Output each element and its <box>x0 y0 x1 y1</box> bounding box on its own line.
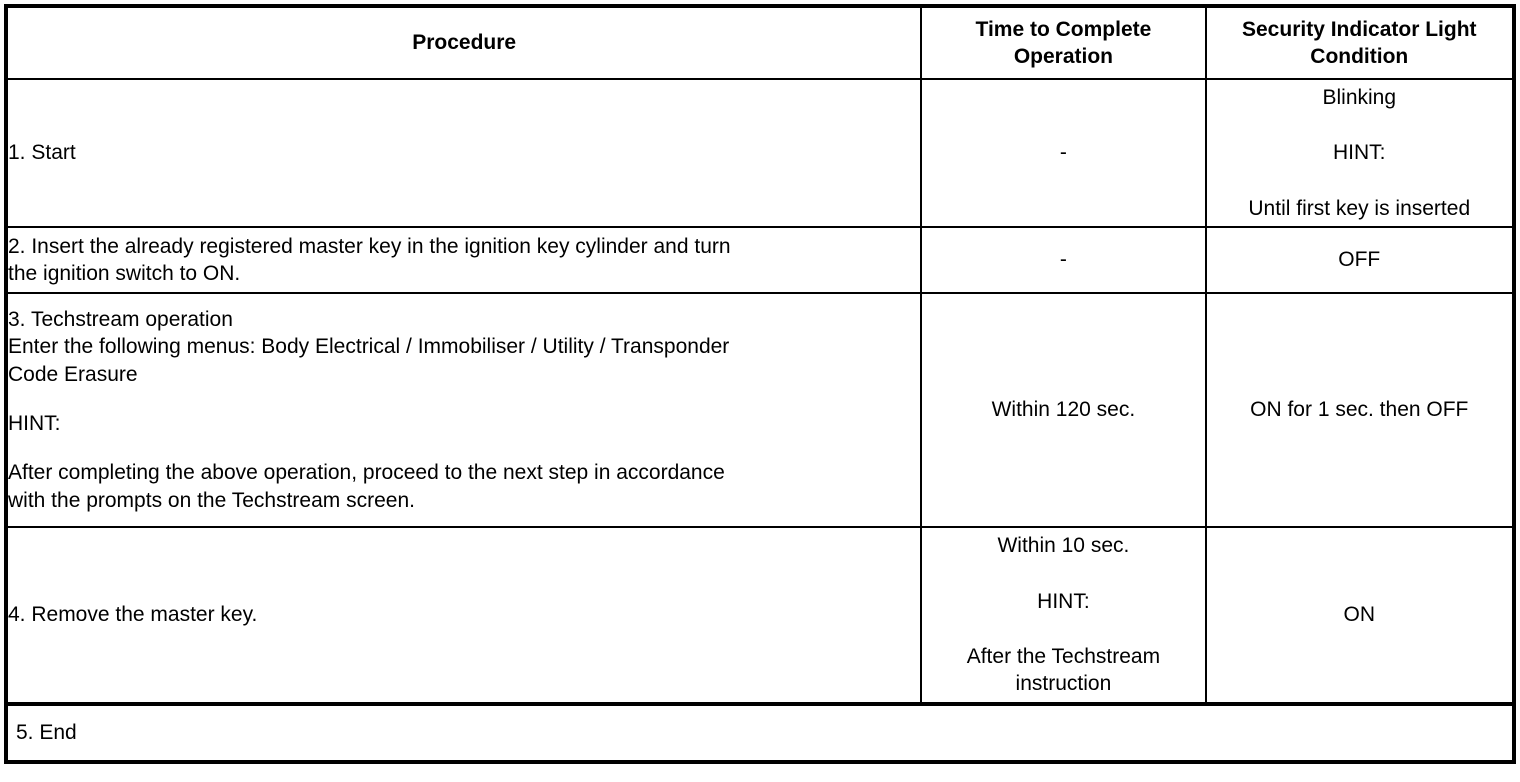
security-step-1-gap-2 <box>1207 167 1512 195</box>
cell-time-step-3: Within 120 sec. <box>920 292 1207 528</box>
procedure-step-3-line-1: 3. Techstream operation <box>8 308 233 332</box>
table-row: 2. Insert the already registered master … <box>4 226 1516 294</box>
column-header-security-indicator-light-condition: Security Indicator Light Condition <box>1204 5 1516 80</box>
procedure-step-3-hint-label: HINT: <box>8 412 61 435</box>
procedure-table-page: Procedure Time to Complete Operation Sec… <box>0 4 1520 782</box>
security-step-1-line-1: Blinking <box>1322 86 1397 110</box>
time-step-4-line-3: After the Techstream <box>966 645 1161 668</box>
security-step-1-line-2: HINT: <box>1333 141 1386 165</box>
procedure-step-3-gap-2 <box>8 437 920 459</box>
header-row: Procedure Time to Complete Operation Sec… <box>4 5 1516 80</box>
procedure-step-2-line-1: 2. Insert the already registered master … <box>8 234 731 258</box>
cell-procedure-step-1: 1. Start <box>4 78 923 228</box>
cell-security-step-1: Blinking HINT: Until first key is insert… <box>1204 78 1516 228</box>
time-step-4-line-1: Within 10 sec. <box>997 534 1130 558</box>
cell-time-step-4: Within 10 sec. HINT: After the Techstrea… <box>920 526 1207 705</box>
table-row: 3. Techstream operation Enter the follow… <box>4 292 1516 528</box>
cell-procedure-step-4: 4. Remove the master key. <box>4 526 923 705</box>
table-header: Procedure Time to Complete Operation Sec… <box>4 5 1516 80</box>
cell-security-step-3: ON for 1 sec. then OFF <box>1204 292 1516 528</box>
time-step-4-line-4: instruction <box>1015 672 1112 696</box>
time-step-4-gap-2 <box>922 615 1204 643</box>
table-row: 5. End <box>6 702 1514 763</box>
column-header-procedure: Procedure <box>4 5 923 80</box>
time-step-4-gap-1 <box>922 560 1204 588</box>
column-header-security-line-1: Security Indicator Light <box>1242 17 1477 41</box>
table-row: 4. Remove the master key. Within 10 sec.… <box>4 526 1516 705</box>
column-header-time-line-1: Time to Complete <box>975 17 1152 41</box>
table-row: 1. Start - Blinking HINT: Until first ke… <box>4 78 1516 228</box>
cell-security-step-2: OFF <box>1204 226 1516 294</box>
registration-procedure-table: Procedure Time to Complete Operation Sec… <box>4 4 1516 764</box>
time-step-4-hint-label: HINT: <box>1037 589 1090 613</box>
procedure-step-2-line-2: the ignition switch to ON. <box>8 262 241 285</box>
cell-procedure-step-3: 3. Techstream operation Enter the follow… <box>4 292 923 528</box>
column-header-time-line-2: Operation <box>1013 45 1113 68</box>
procedure-step-3-gap-1 <box>8 388 920 410</box>
security-step-1-gap-1 <box>1207 111 1512 139</box>
cell-procedure-step-5: 5. End <box>6 702 1514 763</box>
table-body: 1. Start - Blinking HINT: Until first ke… <box>4 78 1516 763</box>
security-step-1-line-3: Until first key is inserted <box>1248 196 1471 220</box>
cell-time-step-1: - <box>920 78 1207 228</box>
column-header-time-to-complete-operation: Time to Complete Operation <box>920 5 1207 80</box>
procedure-step-3-line-5: After completing the above operation, pr… <box>8 461 725 485</box>
cell-security-step-4: ON <box>1204 526 1516 705</box>
procedure-step-3-line-3: Code Erasure <box>8 362 138 386</box>
column-header-security-line-2: Condition <box>1310 45 1409 68</box>
procedure-step-3-line-6: with the prompts on the Techstream scree… <box>8 488 415 512</box>
cell-procedure-step-2: 2. Insert the already registered master … <box>4 226 923 294</box>
procedure-step-3-line-2: Enter the following menus: Body Electric… <box>8 335 730 359</box>
cell-time-step-2: - <box>920 226 1207 294</box>
